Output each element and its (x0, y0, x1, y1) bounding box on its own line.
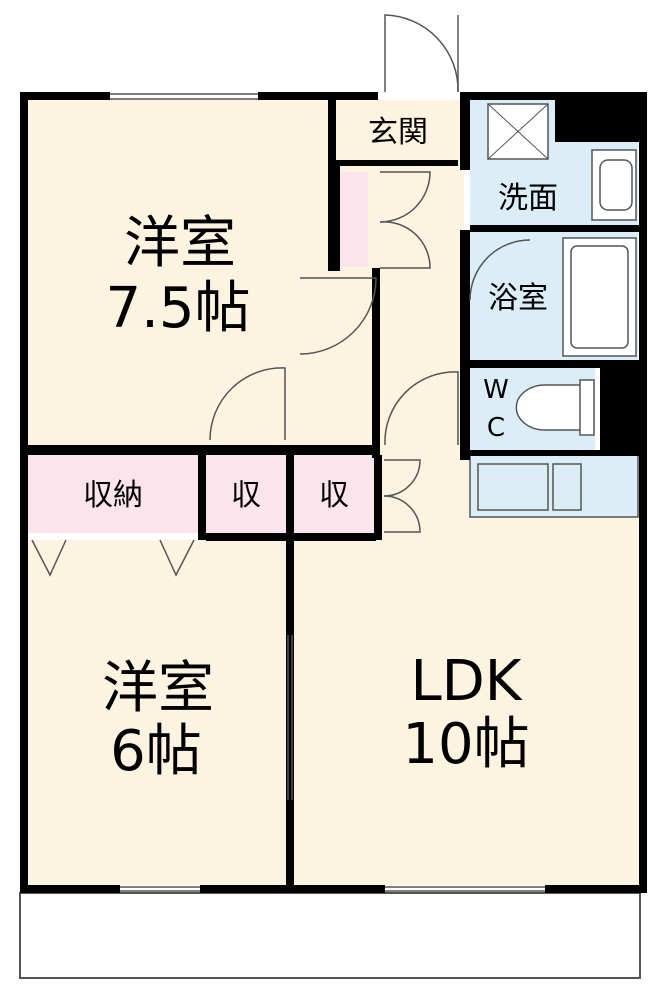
storage-small-1-floor (206, 455, 286, 533)
storage-small-1-name: 収 (231, 478, 261, 513)
western-room-2-name: 洋室 (102, 656, 214, 721)
washroom-name: 洗面 (498, 181, 558, 216)
ldk-name: LDK (410, 649, 522, 714)
toilet-icon (515, 379, 595, 436)
ldk-size: 10帖 (402, 712, 529, 777)
western-room-1-name: 洋室 (124, 211, 236, 276)
toilet-label-line2: C (487, 413, 505, 443)
entrance-closet-floor (340, 172, 368, 267)
toilet-label-line1: W (483, 375, 509, 405)
bathtub-icon (562, 237, 637, 357)
entrance-floor (336, 100, 464, 460)
storage-small-2-name: 収 (319, 478, 349, 513)
closet-door-icon (31, 539, 195, 577)
western-room-2-floor (28, 540, 288, 885)
western-room-2-size: 6帖 (110, 719, 202, 784)
sink-icon (591, 149, 637, 221)
bathroom-name: 浴室 (488, 281, 548, 316)
western-room-1-floor (28, 100, 378, 445)
door-swing-icon (209, 14, 531, 533)
balcony (19, 892, 641, 979)
western-room-1-size: 7.5帖 (105, 276, 250, 341)
storage-small-2-floor (294, 455, 374, 533)
walls (20, 92, 647, 893)
entrance-name: 玄関 (368, 115, 428, 150)
storage-main-name: 収納 (83, 478, 143, 513)
storage-main-floor (28, 455, 198, 533)
